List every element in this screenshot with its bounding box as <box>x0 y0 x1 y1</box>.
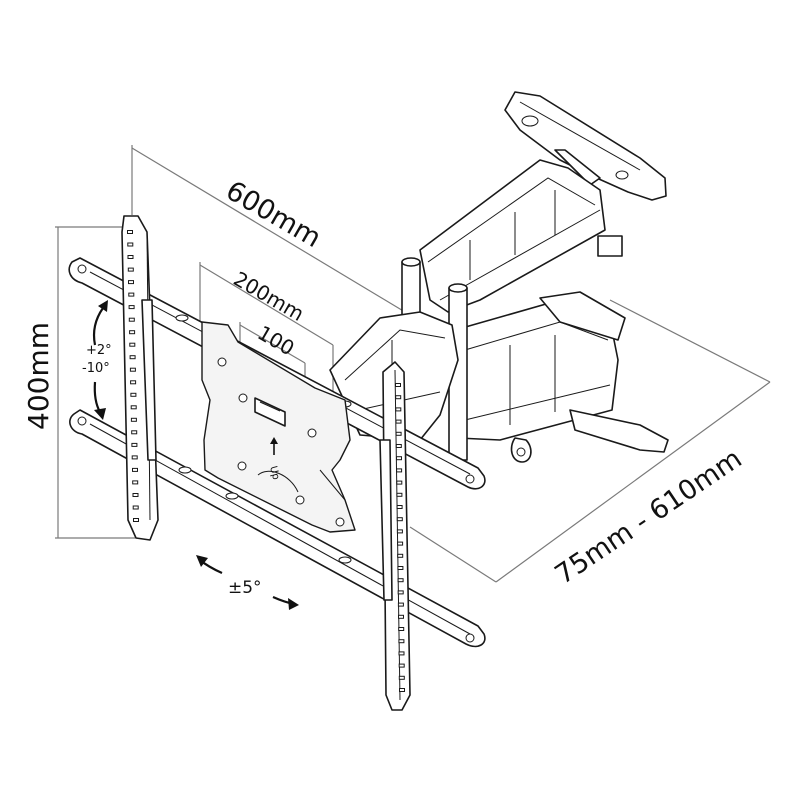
bracket-slot <box>396 529 403 534</box>
tilt-arrow-down-icon <box>93 381 106 420</box>
bracket-slot <box>395 407 402 412</box>
bracket-slot <box>396 505 403 509</box>
bracket-slot <box>132 505 139 510</box>
lower-arm <box>449 291 669 453</box>
adapter-plate <box>201 321 356 533</box>
bracket-slot <box>129 342 136 347</box>
bracket-slot <box>398 675 405 680</box>
bracket-slot <box>396 456 402 461</box>
bracket-slot <box>397 541 404 546</box>
up-arrow-icon <box>270 437 278 455</box>
bracket-slot <box>398 651 405 656</box>
bracket-slot <box>396 492 403 497</box>
bracket-slot <box>127 267 134 272</box>
wall-plate <box>504 91 667 201</box>
up-marking: Up <box>267 465 281 481</box>
swivel-label: ±5° <box>228 578 262 598</box>
tilt-up-label: +2° <box>86 343 112 358</box>
bracket-slot <box>130 392 137 397</box>
bracket-slot <box>132 467 138 472</box>
bracket-slot <box>131 430 138 435</box>
bracket-slot <box>128 317 135 322</box>
bracket-slot <box>128 305 135 310</box>
bracket-slot <box>395 395 402 400</box>
bracket-slot <box>130 380 137 385</box>
bracket-slot <box>395 383 401 387</box>
upper-arm <box>419 159 623 313</box>
bracket-slot <box>131 455 138 460</box>
bracket-slot <box>398 663 405 668</box>
bracket-slot <box>129 330 136 335</box>
bracket-slot <box>132 493 139 497</box>
bracket-slot <box>395 444 402 448</box>
width-dimension-label: 600mm <box>221 175 327 254</box>
dimension-lines <box>55 145 771 583</box>
bracket-slot <box>398 627 405 631</box>
bracket-slot <box>130 405 137 410</box>
swivel-arrow-right-icon <box>272 595 299 610</box>
bracket-slot <box>395 419 402 424</box>
bracket-slot <box>129 367 136 372</box>
bracket-slot <box>127 242 134 247</box>
bracket-slot <box>133 518 139 522</box>
bracket-slot <box>131 442 138 447</box>
left-vertical-bracket <box>121 215 159 541</box>
bracket-slot <box>132 480 139 485</box>
bracket-slot <box>395 431 402 436</box>
tilt-arrow-up-icon <box>92 300 108 346</box>
bracket-slot <box>397 590 404 595</box>
tilt-down-label: -10° <box>82 361 110 376</box>
bracket-slot <box>129 355 136 360</box>
bracket-slot <box>128 292 135 297</box>
bracket-slot <box>128 280 134 285</box>
bracket-slot <box>130 417 137 422</box>
right-vertical-bracket <box>379 361 411 711</box>
bracket-slot <box>127 255 134 259</box>
bracket-slot <box>396 468 403 473</box>
bracket-slot <box>397 566 404 570</box>
bracket-slot <box>398 639 405 644</box>
height-dimension-label: 400mm <box>22 322 55 430</box>
bracket-slot <box>397 578 404 583</box>
bracket-slot <box>396 517 403 522</box>
bracket-slot <box>127 230 133 234</box>
bracket-slot <box>397 553 404 558</box>
bracket-slot <box>396 480 403 485</box>
vesa-mid-dimension-label: 200mm <box>230 267 309 326</box>
bracket-slot <box>399 688 405 692</box>
bracket-slot <box>398 614 404 619</box>
extension-dimension-label: 75mm - 610mm <box>550 443 748 591</box>
swivel-arrow-left-icon <box>196 555 223 575</box>
bracket-slot <box>397 602 404 607</box>
